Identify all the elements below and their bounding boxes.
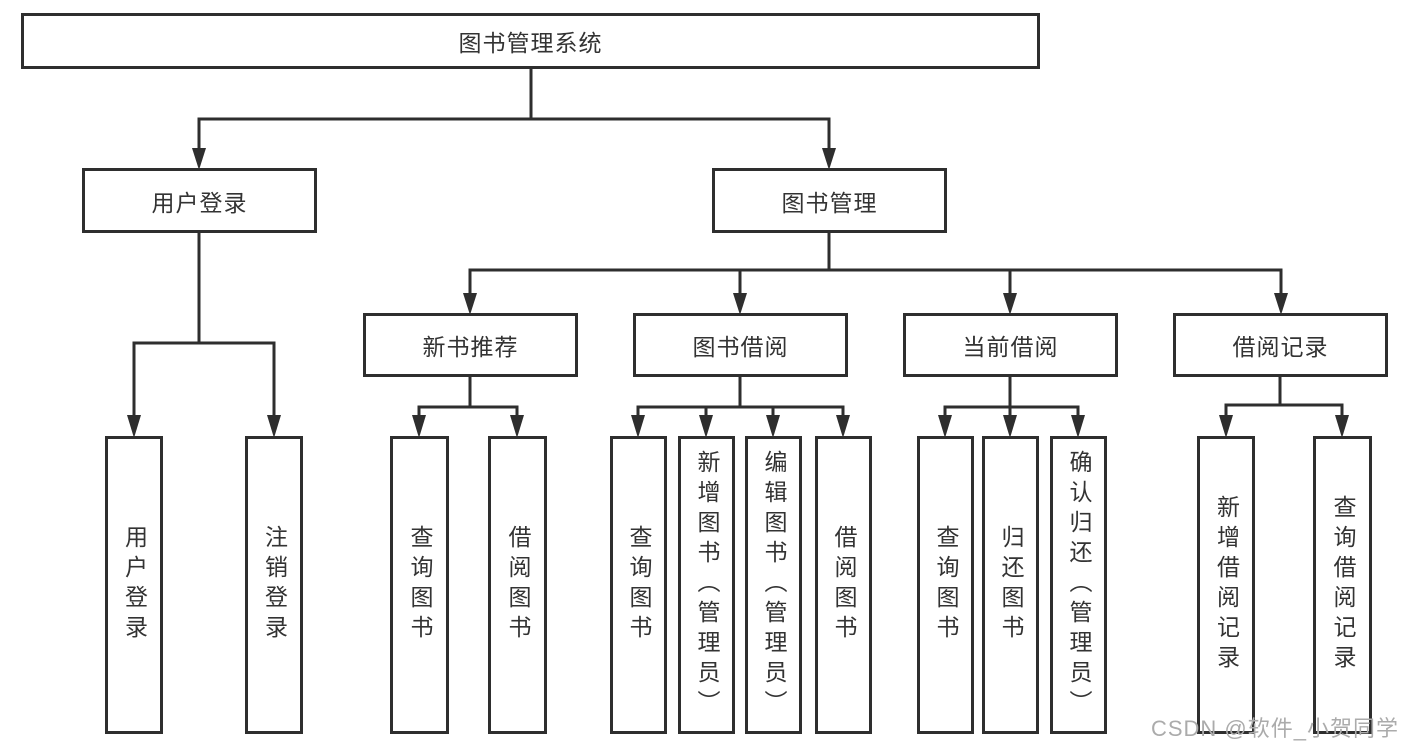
node-library-system: 图书管理系统 — [21, 13, 1040, 69]
leaf-query-books-borrowing-label: 查询图书 — [626, 525, 652, 645]
node-book-borrowing-label: 图书借阅 — [692, 334, 789, 360]
node-new-book-recommend-label: 新书推荐 — [422, 334, 519, 360]
leaf-logout: 注销登录 — [245, 436, 303, 734]
node-library-system-label: 图书管理系统 — [458, 30, 603, 56]
leaf-add-books-admin-label: 新增图书（管理员） — [694, 450, 720, 720]
leaf-query-books-recommend-label: 查询图书 — [407, 525, 433, 645]
leaf-return-books-label: 归还图书 — [998, 525, 1024, 645]
node-current-borrowing-label: 当前借阅 — [962, 334, 1059, 360]
leaf-add-books-admin: 新增图书（管理员） — [678, 436, 735, 734]
leaf-user-login: 用户登录 — [105, 436, 163, 734]
leaf-add-borrow-record: 新增借阅记录 — [1197, 436, 1255, 734]
leaf-borrow-books-recommend-label: 借阅图书 — [505, 525, 531, 645]
leaf-query-borrow-record-label: 查询借阅记录 — [1330, 495, 1356, 675]
leaf-confirm-return-admin-label: 确认归还（管理员） — [1066, 450, 1092, 720]
node-current-borrowing: 当前借阅 — [903, 313, 1118, 377]
leaf-logout-label: 注销登录 — [261, 525, 288, 645]
node-book-management: 图书管理 — [712, 168, 947, 233]
arrowheads — [127, 148, 1349, 438]
node-borrowing-records-label: 借阅记录 — [1232, 334, 1329, 360]
leaf-query-borrow-record: 查询借阅记录 — [1313, 436, 1372, 734]
leaf-query-books-recommend: 查询图书 — [390, 436, 449, 734]
leaf-return-books: 归还图书 — [982, 436, 1039, 734]
leaf-query-books-current-label: 查询图书 — [933, 525, 959, 645]
csdn-watermark: CSDN @软件_小贺同学 — [1150, 716, 1399, 741]
leaf-edit-books-admin-label: 编辑图书（管理员） — [761, 450, 787, 720]
leaf-borrow-books: 借阅图书 — [815, 436, 872, 734]
leaf-borrow-books-recommend: 借阅图书 — [488, 436, 547, 734]
leaf-query-books-current: 查询图书 — [917, 436, 974, 734]
node-new-book-recommend: 新书推荐 — [363, 313, 578, 377]
leaf-query-books-borrowing: 查询图书 — [610, 436, 667, 734]
node-user-login-label: 用户登录 — [151, 189, 248, 216]
leaf-borrow-books-label: 借阅图书 — [831, 525, 857, 645]
node-book-borrowing: 图书借阅 — [633, 313, 848, 377]
leaf-add-borrow-record-label: 新增借阅记录 — [1213, 495, 1240, 675]
leaf-confirm-return-admin: 确认归还（管理员） — [1050, 436, 1107, 734]
node-book-management-label: 图书管理 — [781, 189, 878, 216]
node-borrowing-records: 借阅记录 — [1173, 313, 1388, 377]
leaf-user-login-label: 用户登录 — [121, 525, 148, 645]
node-user-login: 用户登录 — [82, 168, 317, 233]
leaf-edit-books-admin: 编辑图书（管理员） — [745, 436, 802, 734]
